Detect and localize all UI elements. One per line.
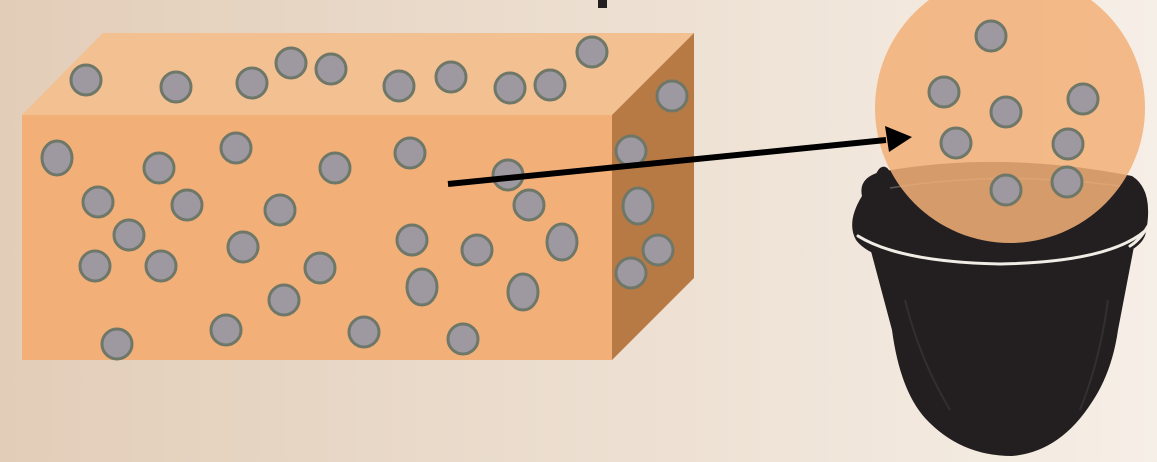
cropped-glyph-fragment xyxy=(598,0,607,8)
block-particle xyxy=(641,233,675,267)
block-particle xyxy=(274,46,308,80)
magnified-sample-circle xyxy=(875,0,1145,243)
block-particle xyxy=(159,70,193,104)
block-particle xyxy=(395,223,429,257)
block-particle xyxy=(506,272,540,312)
bucket-rim-highlight xyxy=(856,228,1148,266)
sample-particle xyxy=(1066,82,1100,116)
bucket-handle-left xyxy=(875,166,890,192)
block-particle xyxy=(460,233,494,267)
sample-particle xyxy=(1050,165,1084,199)
block-particle xyxy=(347,315,381,349)
block-particle xyxy=(219,131,253,165)
block-particle xyxy=(493,71,527,105)
block-particle xyxy=(405,267,439,307)
sample-particle xyxy=(989,95,1023,129)
block-particle xyxy=(170,188,204,222)
block-particle xyxy=(614,134,648,168)
sample-particle xyxy=(939,126,973,160)
bucket-texture xyxy=(904,299,1109,411)
block-particle xyxy=(40,139,74,177)
arrow-right xyxy=(447,126,912,187)
block-particles xyxy=(40,35,689,361)
block-particle xyxy=(303,251,337,285)
sample-particle xyxy=(927,75,961,109)
block-particle xyxy=(263,193,297,227)
block-particle xyxy=(575,35,609,69)
block-particle xyxy=(69,63,103,97)
block-particle xyxy=(144,249,178,283)
block-particle xyxy=(267,283,301,317)
block-particle xyxy=(318,151,352,185)
block-particle xyxy=(621,186,655,226)
sample-particles xyxy=(927,19,1100,207)
sample-particle xyxy=(989,173,1023,207)
block-particle xyxy=(446,322,480,356)
block-particle xyxy=(209,313,243,347)
block-particle xyxy=(545,222,579,262)
bucket-body xyxy=(868,236,1136,456)
block-particle xyxy=(382,69,416,103)
block-particle xyxy=(434,60,468,94)
bucket-handle-highlight xyxy=(1128,224,1150,248)
block-particle xyxy=(142,151,176,185)
block-particle xyxy=(314,52,348,86)
block-particle xyxy=(78,249,112,283)
block-particle xyxy=(393,136,427,170)
block-particle xyxy=(112,218,146,252)
block-front-face xyxy=(22,115,612,360)
arrow-shaft xyxy=(447,137,887,187)
block-particle xyxy=(614,256,648,290)
block-particle xyxy=(512,188,546,222)
sample-block xyxy=(22,33,694,361)
block-particle xyxy=(226,230,260,264)
arrow-head xyxy=(885,126,912,152)
sample-particle xyxy=(974,19,1008,53)
block-particle xyxy=(81,185,115,219)
block-particle xyxy=(533,68,567,102)
block-particle xyxy=(100,327,134,361)
sample-particle xyxy=(1051,127,1085,161)
block-particle xyxy=(655,79,689,113)
block-particle xyxy=(235,66,269,100)
